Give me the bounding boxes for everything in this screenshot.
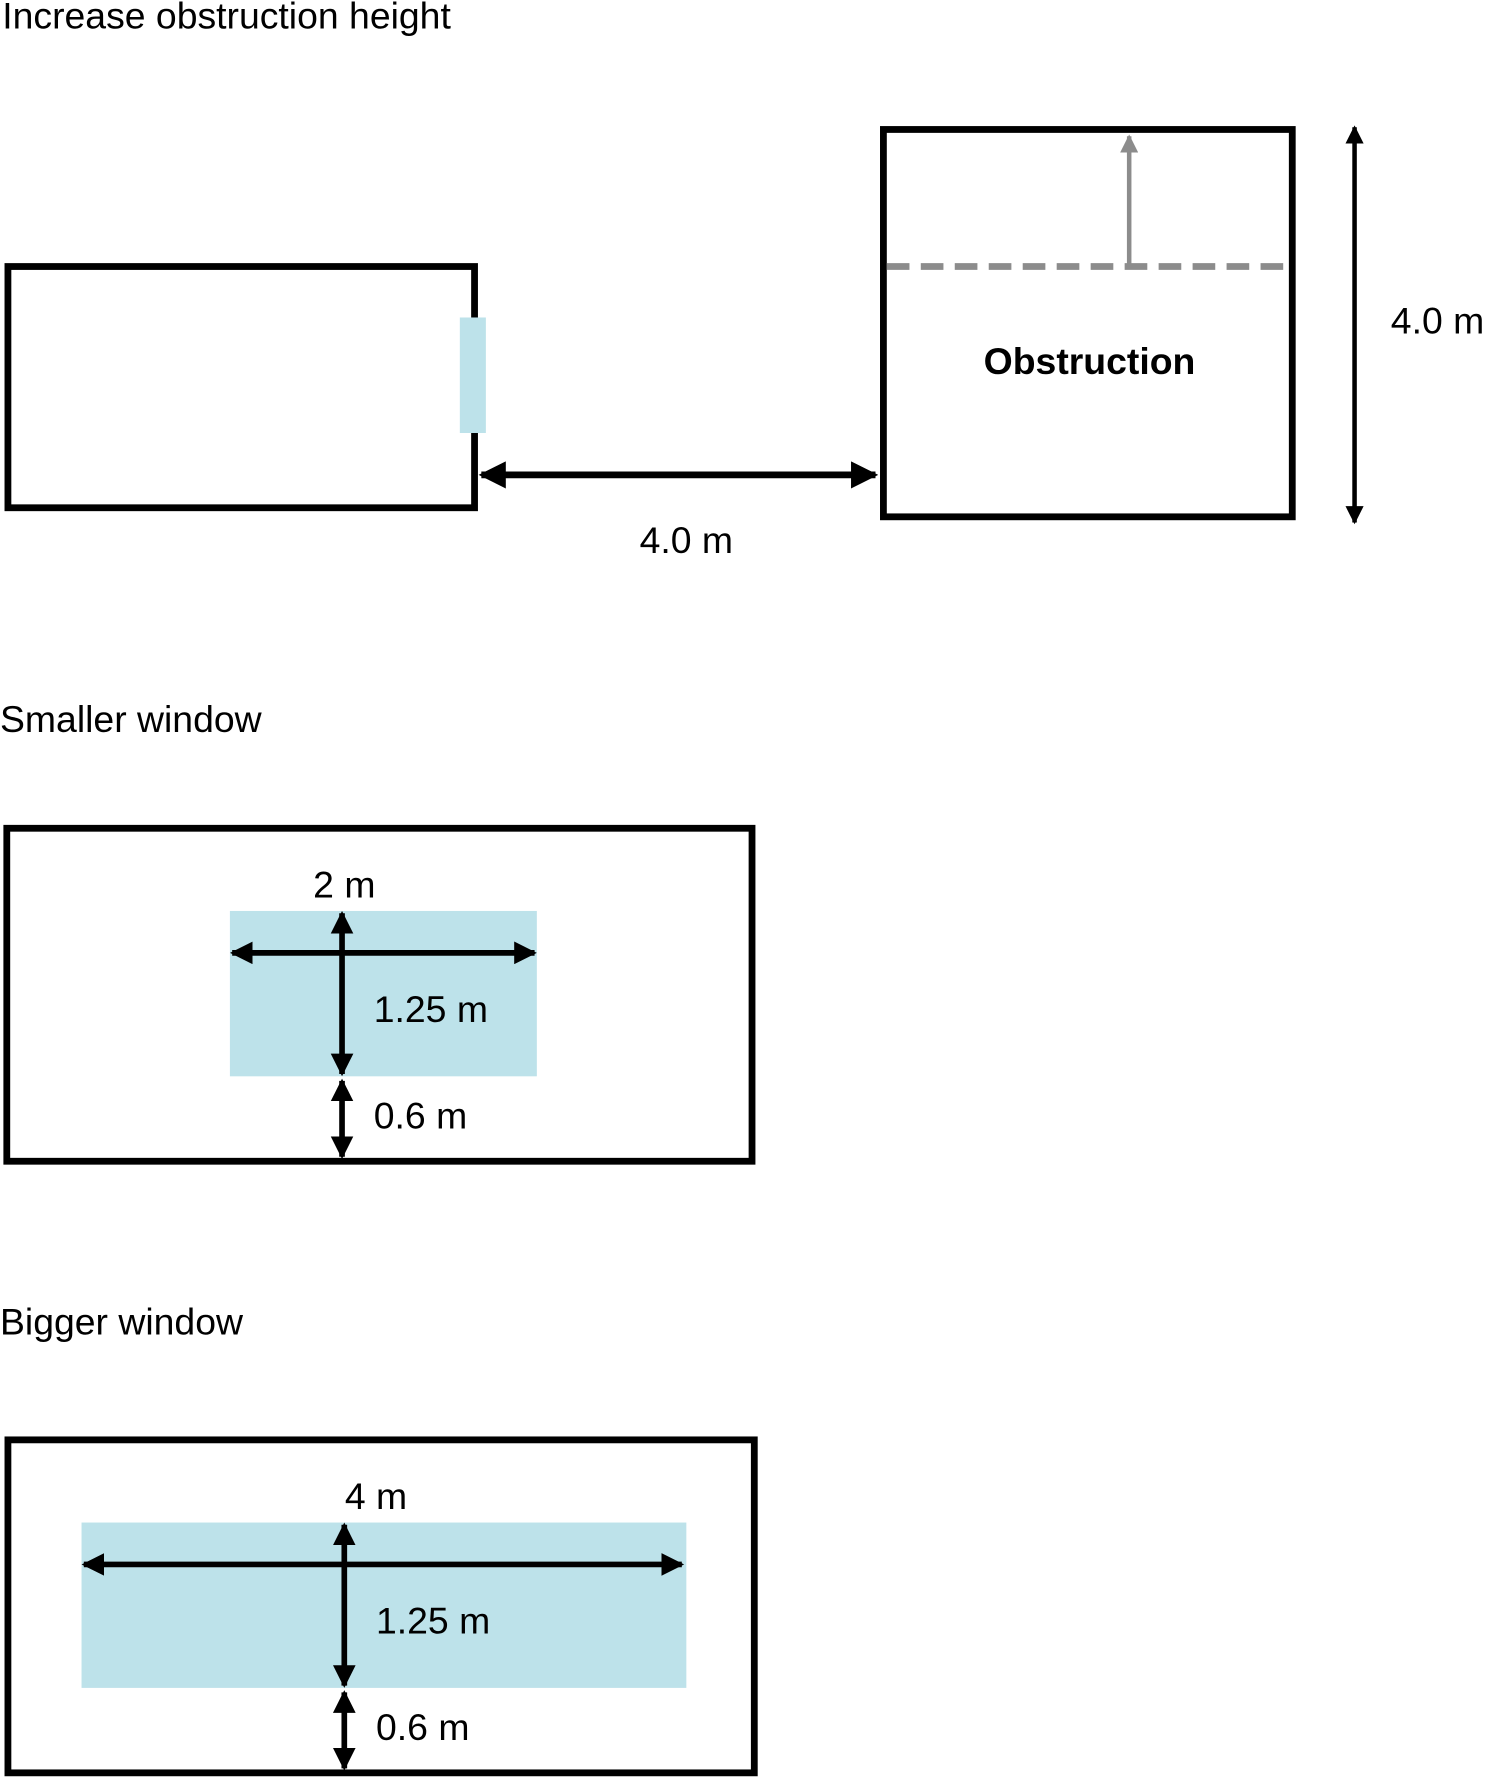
window-bigger: [81, 1522, 687, 1688]
height-label-bigger: 1.25 m: [376, 1600, 490, 1642]
section-title-smaller: Smaller window: [0, 698, 263, 740]
obstruction-label: Obstruction: [984, 340, 1196, 382]
section-title-obstruction: Increase obstruction height: [2, 0, 451, 37]
height-label: 4.0 m: [1391, 299, 1484, 341]
window-section: [459, 317, 486, 434]
wall-elevation-smaller: [3, 824, 756, 1165]
width-label-smaller: 2 m: [313, 863, 375, 905]
obstruction-box: [880, 126, 1296, 521]
wall-elevation-bigger: [4, 1436, 758, 1777]
sill-label-bigger: 0.6 m: [376, 1706, 469, 1748]
distance-label: 4.0 m: [640, 519, 733, 561]
width-label-bigger: 4 m: [345, 1475, 407, 1517]
section-title-bigger: Bigger window: [0, 1301, 244, 1343]
window-smaller: [229, 910, 537, 1077]
sill-label-smaller: 0.6 m: [374, 1094, 467, 1136]
height-label-smaller: 1.25 m: [374, 988, 488, 1030]
room-section: [4, 263, 478, 512]
